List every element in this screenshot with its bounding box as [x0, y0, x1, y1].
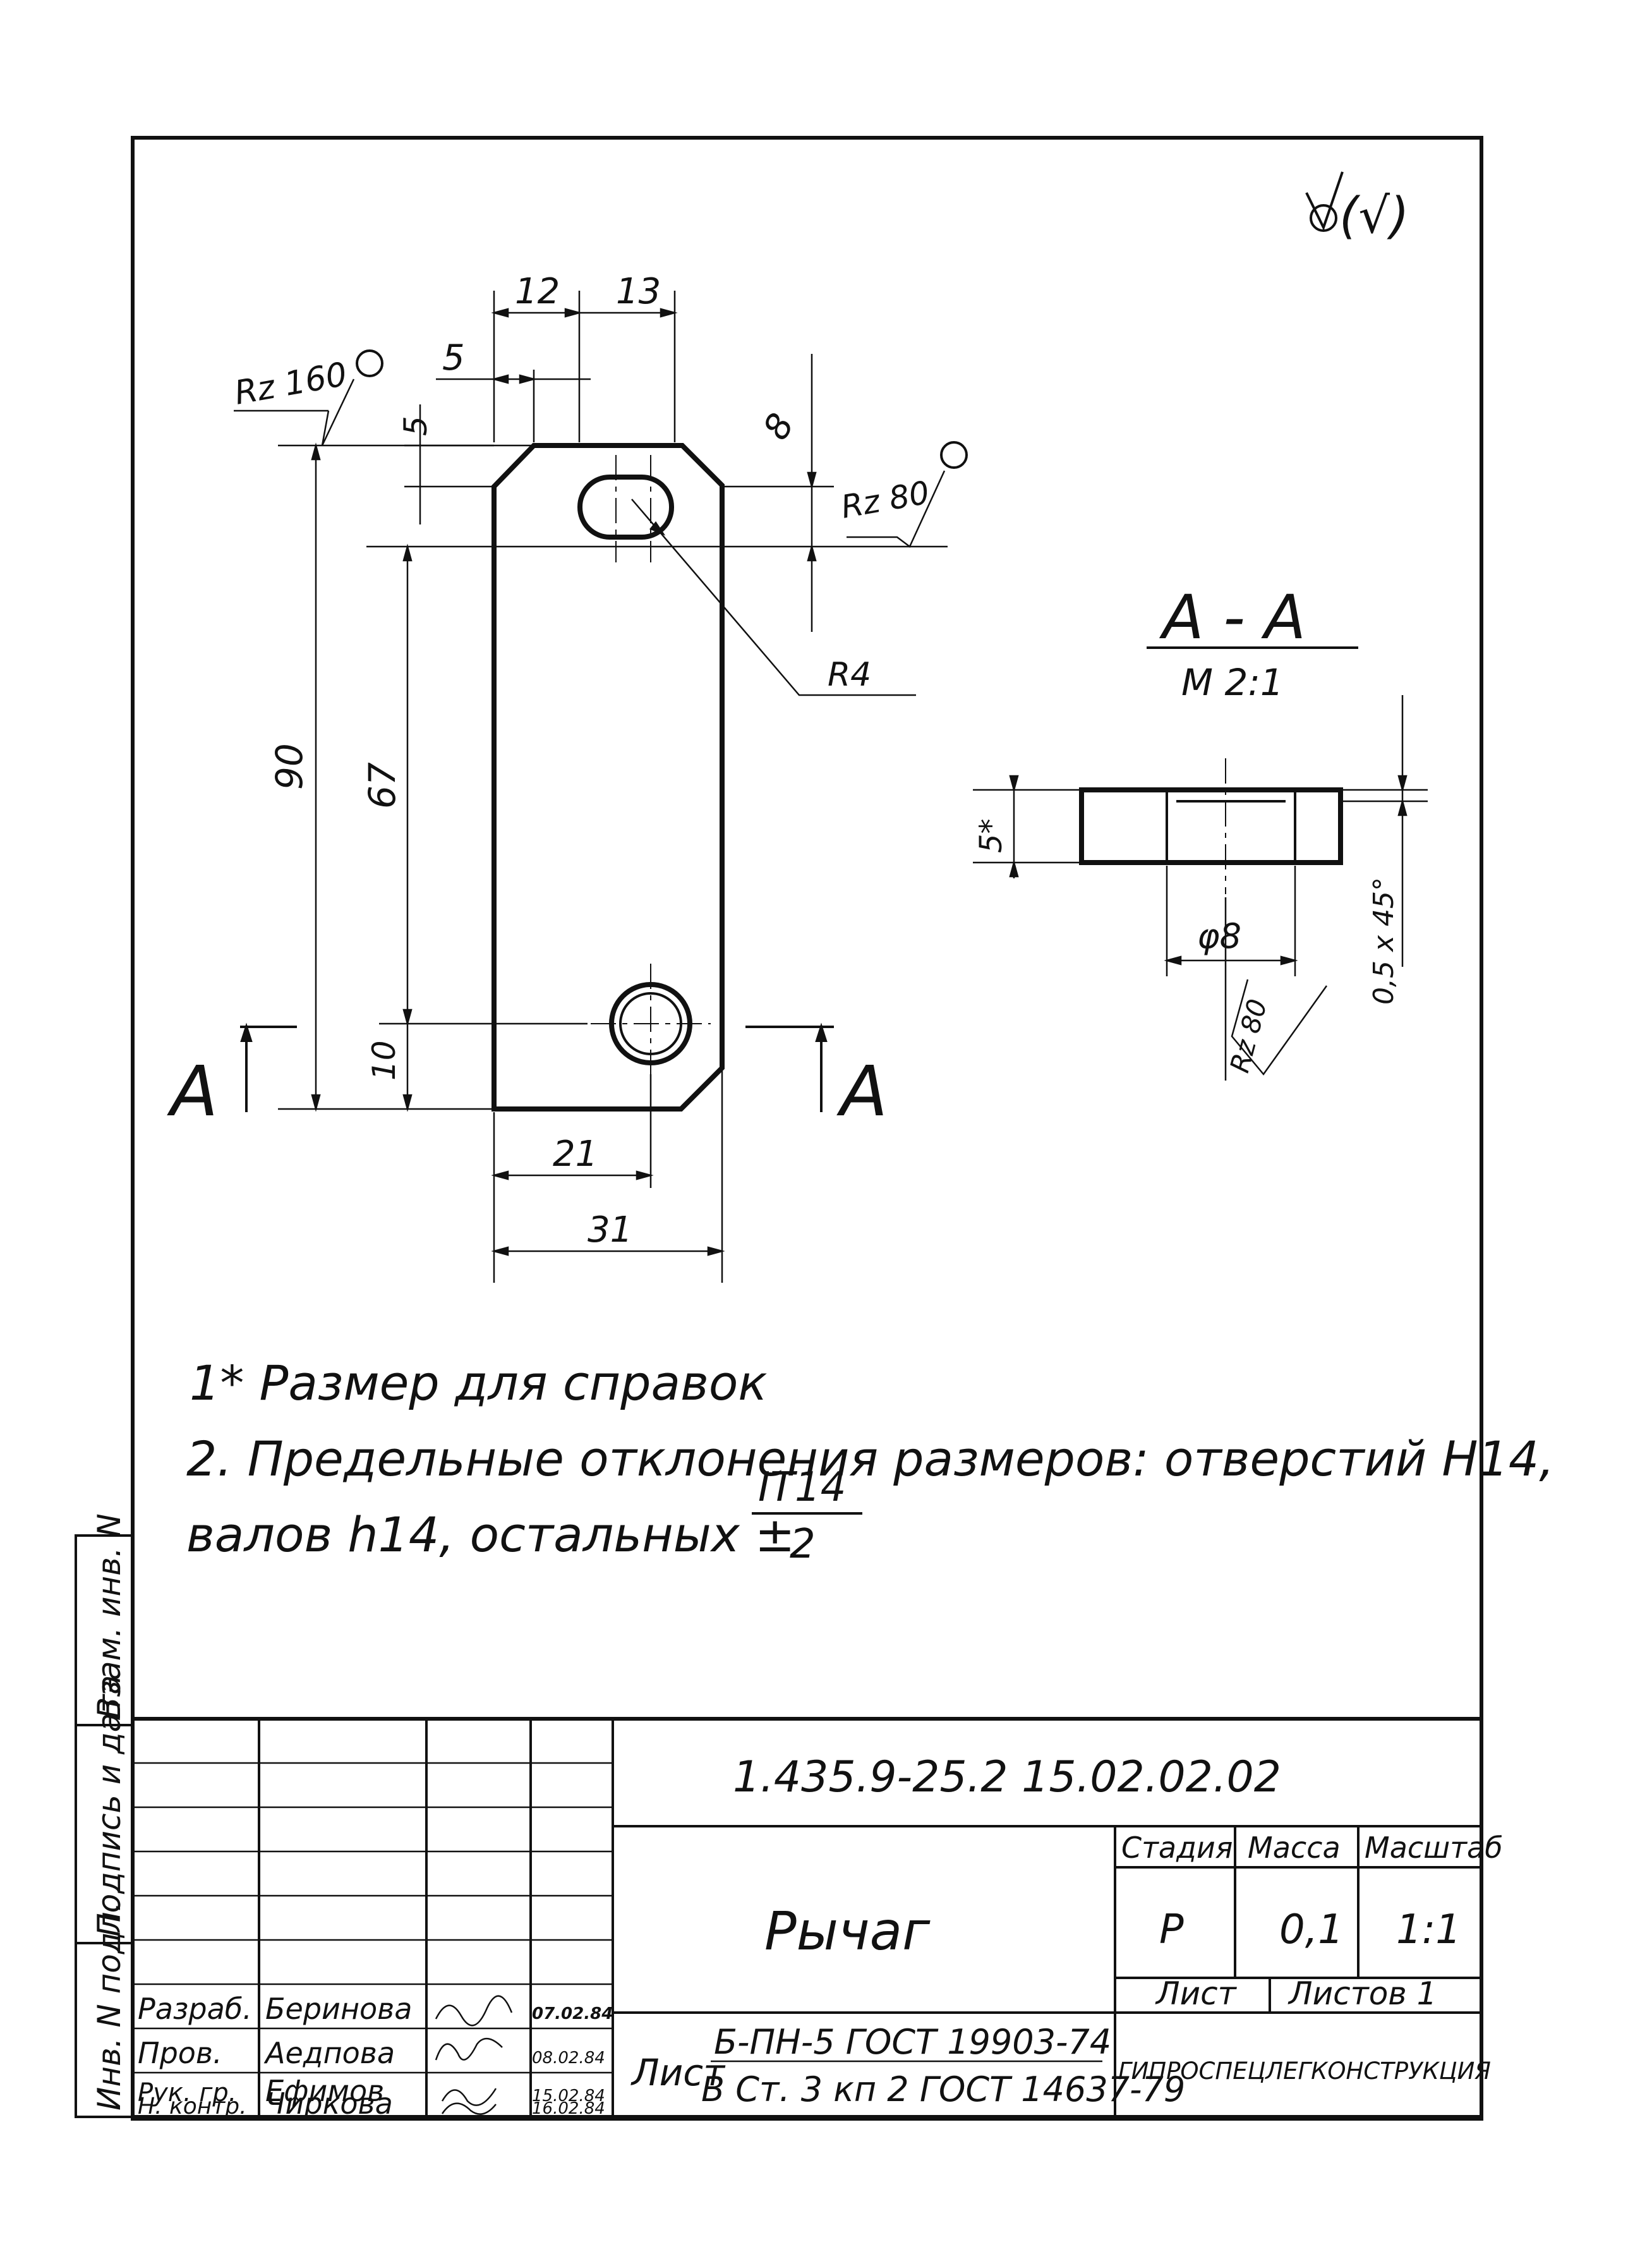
- section-dim-diameter: φ8: [1197, 916, 1241, 956]
- title-designation: 1.435.9-25.2 15.02.02.02: [733, 1752, 1281, 1802]
- roughness-rz80-slot: [847, 441, 968, 548]
- side-stamp-vzam-inv: Взам. инв. N: [91, 1513, 128, 1719]
- role-row-2-role: Пров.: [138, 2036, 222, 2070]
- dim-5-vertical: 5: [397, 416, 434, 436]
- note-fraction-numerator: IT14: [758, 1464, 846, 1511]
- note-line-2: 2. Предельные отклонения размеров: отвер…: [186, 1431, 1554, 1487]
- main-view: 12 13 5 5 8: [167, 271, 968, 1283]
- dim-10: 10: [366, 1040, 402, 1081]
- role-row-2-name: Аедпова: [263, 2036, 395, 2070]
- part-outline: [491, 443, 725, 1112]
- dim-31: 31: [588, 1209, 632, 1251]
- general-roughness-symbol: (√): [1305, 171, 1409, 245]
- roughness-rz80-text: Rz 80: [838, 474, 932, 526]
- role-row-3-role: Рук. гр.: [138, 2078, 237, 2107]
- dim-21: 21: [553, 1134, 598, 1175]
- roughness-rz160-text: Rz 160: [232, 356, 350, 413]
- role-row-3-date: 15.02.84: [532, 2087, 605, 2106]
- role-row-4-date: 16.02.84: [532, 2099, 605, 2118]
- title-organization: ГИПРОСПЕЦЛЕГКОНСТРУКЦИЯ: [1118, 2057, 1491, 2085]
- dim-12: 12: [515, 271, 560, 312]
- dim-90: 90: [268, 743, 311, 790]
- note-line-3: валов h14, остальных ±: [186, 1506, 795, 1563]
- general-roughness-text: (√): [1339, 188, 1409, 245]
- dim-5-horizontal: 5: [442, 337, 465, 379]
- sheet-frame: [131, 136, 1483, 2121]
- section-scale: M 2:1: [1181, 661, 1284, 704]
- role-row-1-role: Разраб.: [138, 1992, 252, 2026]
- title-sheets-label: Листов 1: [1287, 1975, 1437, 2012]
- section-dim-chamfer: 0,5 x 45°: [1368, 877, 1400, 1005]
- title-scale-value: 1:1: [1396, 1906, 1461, 1953]
- role-row-2-date: 08.02.84: [532, 2049, 605, 2068]
- section-title: A - A: [1159, 582, 1306, 653]
- dim-8: 8: [756, 407, 802, 447]
- section-mark-left-lines: [240, 1022, 297, 1112]
- slot: [577, 475, 674, 540]
- role-row-1-name: Беринова: [265, 1992, 412, 2026]
- dim-67: 67: [361, 762, 404, 809]
- section-hatch-left: [1080, 789, 1168, 864]
- role-row-3-name: Ефимов: [265, 2074, 384, 2108]
- title-col-scale: Масштаб: [1365, 1831, 1503, 1865]
- section-mark-left: A: [167, 1051, 218, 1132]
- title-material-prefix: Лист: [630, 2051, 726, 2094]
- notes: 1* Размер для справок 2. Предельные откл…: [186, 1355, 1554, 1568]
- note-fraction-denominator: 2: [790, 1521, 816, 1568]
- role-row-4-name: Чиркова: [265, 2087, 393, 2121]
- section-mark-right: A: [836, 1051, 888, 1132]
- side-stamp-signature-date: Подпись и дата: [91, 1675, 128, 1937]
- note-line-1: 1* Размер для справок: [190, 1355, 767, 1411]
- side-stamp: Инв. N подл. Подпись и дата Взам. инв. N: [75, 1513, 134, 2118]
- title-stage-value: Р: [1159, 1906, 1184, 1953]
- title-part-name: Рычаг: [764, 1900, 931, 1962]
- section-mark-right-lines: [745, 1022, 834, 1112]
- role-row-4-role: Н. контр.: [138, 2093, 247, 2119]
- section-dim-thickness: 5*: [974, 818, 1009, 853]
- title-block: 1.435.9-25.2 15.02.02.02 Рычаг Стадия Ма…: [131, 1717, 1503, 2121]
- role-row-1-date: 07.02.84: [532, 2004, 613, 2023]
- dim-r4: R4: [828, 656, 871, 694]
- section-hatch-right: [1294, 789, 1342, 864]
- section-view: A - A M 2:1: [973, 582, 1428, 1081]
- title-material-line2: В Ст. 3 кп 2 ГОСТ 14637-79: [701, 2069, 1185, 2109]
- title-material-line1: Б-ПН-5 ГОСТ 19903-74: [714, 2022, 1111, 2062]
- title-col-mass: Масса: [1248, 1831, 1341, 1865]
- title-mass-value: 0,1: [1279, 1906, 1344, 1953]
- side-stamp-inv-podl: Инв. N подл.: [91, 1902, 128, 2111]
- title-col-stage: Стадия: [1121, 1831, 1233, 1865]
- signatures: [435, 1995, 513, 2115]
- roughness-rz160: [234, 349, 383, 446]
- title-sheet-label: Лист: [1155, 1975, 1238, 2012]
- dim-13: 13: [616, 271, 661, 312]
